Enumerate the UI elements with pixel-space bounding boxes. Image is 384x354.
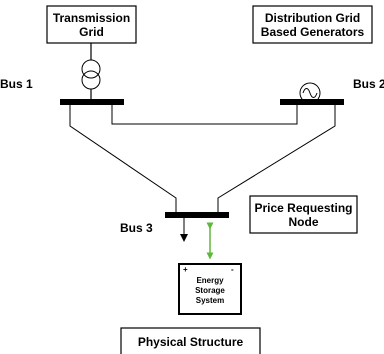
transmission-grid-label: Transmission Grid [52,11,131,39]
distribution-generators-box [252,5,373,44]
bus2-label: Bus 2 [353,77,384,91]
distribution-generators-label: Distribution Grid Based Generators [260,11,365,39]
bus1-bar [60,99,124,105]
physical-structure-label: Physical Structure [137,335,244,349]
energy-storage-label-line2: Storage [195,286,225,295]
bus3-label: Bus 3 [120,221,153,235]
transmission-grid-box [46,5,137,44]
transformer-icon [81,59,101,90]
bus2-bar [280,99,344,105]
price-requesting-node-label: Price Requesting Node [254,201,353,229]
storage-plus-sign: + [183,265,188,274]
price-requesting-node-box [249,195,358,234]
bus3-bar [165,212,229,218]
energy-storage-label-line3: System [195,296,225,305]
storage-minus-sign: - [231,265,234,274]
line-bus1-bus2 [111,105,298,125]
bus1-label: Bus 1 [0,77,33,91]
energy-storage-box [178,263,242,315]
physical-structure-box [120,327,261,354]
line-bus2-bus3 [217,105,336,212]
line-bus1-bus3 [69,105,177,212]
energy-storage-label-line1: Energy [196,276,224,285]
